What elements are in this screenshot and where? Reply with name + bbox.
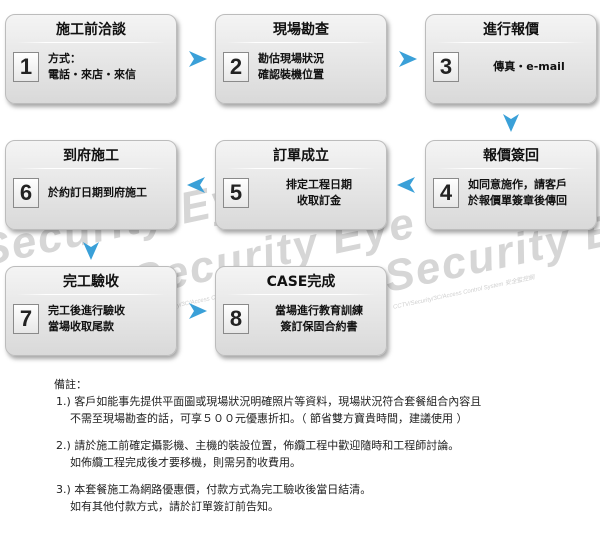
arrow-left-4-to-5	[397, 177, 415, 193]
step-1-line-1: 方式：	[48, 52, 81, 65]
step-7-line-1: 完工後進行驗收	[48, 304, 125, 317]
step-7-divider	[16, 294, 166, 295]
step-1-desc: 方式： 電話・來店・來信	[48, 49, 170, 85]
step-5-line-1: 排定工程日期	[286, 178, 352, 191]
note-gap-2	[54, 471, 594, 481]
step-1-line-2: 電話・來店・來信	[48, 68, 136, 81]
arrow-left-5-to-6	[187, 177, 205, 193]
step-3-number: 3	[433, 52, 459, 82]
step-2-card: 現場勘查 2 勘估現場狀況 確認裝機位置	[215, 14, 387, 104]
step-4-card: 報價簽回 4 如同意施作，請客戶 於報價單簽章後傳回	[425, 140, 597, 230]
note-3-line-2: 如有其他付款方式，請於訂單簽訂前告知。	[70, 500, 279, 513]
arrow-right-7-to-8	[189, 303, 207, 319]
step-7-number: 7	[13, 304, 39, 334]
step-4-line-1: 如同意施作，請客戶	[468, 178, 567, 191]
step-5-divider	[226, 168, 376, 169]
note-2-line-1: 2.) 請於施工前確定攝影機、主機的裝設位置，佈纜工程中歡迎隨時和工程師討論。	[56, 439, 460, 452]
step-1-number: 1	[13, 52, 39, 82]
step-5-title: 訂單成立	[273, 148, 329, 164]
arrow-down-3-to-4	[503, 114, 519, 132]
step-8-card: CASE完成 8 當場進行教育訓練 簽訂保固合約書	[215, 266, 387, 356]
step-2-number: 2	[223, 52, 249, 82]
notes-section: 備註： 1.) 客戶如能事先提供平面圖或現場狀況明確照片等資料，現場狀況符合套餐…	[54, 376, 594, 515]
step-4-number: 4	[433, 178, 459, 208]
step-2-line-1: 勘估現場狀況	[258, 52, 324, 65]
step-3-title: 進行報價	[483, 22, 539, 38]
step-3-line-1: 傳真・e-mail	[493, 60, 565, 73]
step-7-title: 完工驗收	[63, 274, 119, 290]
step-7-line-2: 當場收取尾款	[48, 320, 114, 333]
step-4-divider	[436, 168, 586, 169]
step-8-line-2: 簽訂保固合約書	[280, 320, 358, 333]
step-7-card: 完工驗收 7 完工後進行驗收 當場收取尾款	[5, 266, 177, 356]
step-2-desc: 勘估現場狀況 確認裝機位置	[258, 49, 380, 85]
arrow-right-2-to-3	[399, 51, 417, 67]
note-3: 3.) 本套餐施工為網路優惠價，付款方式為完工驗收後當日結清。 如有其他付款方式…	[56, 481, 594, 515]
step-7-desc: 完工後進行驗收 當場收取尾款	[48, 301, 170, 337]
arrow-down-6-to-7	[83, 242, 99, 260]
step-8-number: 8	[223, 304, 249, 334]
step-3-card: 進行報價 3 傳真・e-mail	[425, 14, 597, 104]
note-1-line-2: 不需至現場勘查的話，可享５００元優惠折扣。（ 節省雙方寶貴時間，建議使用 ）	[70, 412, 468, 425]
step-6-card: 到府施工 6 於約訂日期到府施工	[5, 140, 177, 230]
step-2-divider	[226, 42, 376, 43]
note-1: 1.) 客戶如能事先提供平面圖或現場狀況明確照片等資料，現場狀況符合套餐組合內容…	[56, 393, 594, 427]
step-5-card: 訂單成立 5 排定工程日期 收取訂金	[215, 140, 387, 230]
step-6-line-1: 於約訂日期到府施工	[48, 186, 147, 199]
step-8-desc: 當場進行教育訓練 簽訂保固合約書	[258, 301, 380, 337]
step-1-title: 施工前洽談	[56, 22, 126, 38]
step-5-desc: 排定工程日期 收取訂金	[258, 175, 380, 211]
step-1-divider	[16, 42, 166, 43]
step-4-line-2: 於報價單簽章後傳回	[468, 194, 567, 207]
step-5-line-2: 收取訂金	[297, 194, 341, 207]
step-3-desc: 傳真・e-mail	[468, 49, 590, 85]
step-4-title: 報價簽回	[483, 148, 539, 164]
step-6-desc: 於約訂日期到府施工	[48, 175, 170, 211]
arrow-right-1-to-2	[189, 51, 207, 67]
step-2-title: 現場勘查	[273, 22, 329, 38]
step-5-number: 5	[223, 178, 249, 208]
step-6-title: 到府施工	[63, 148, 119, 164]
step-6-number: 6	[13, 178, 39, 208]
step-1-card: 施工前洽談 1 方式： 電話・來店・來信	[5, 14, 177, 104]
note-3-line-1: 3.) 本套餐施工為網路優惠價，付款方式為完工驗收後當日結清。	[56, 483, 372, 496]
note-2-line-2: 如佈纜工程完成後才要移機，則需另酌收費用。	[70, 456, 301, 469]
step-6-divider	[16, 168, 166, 169]
step-8-line-1: 當場進行教育訓練	[275, 304, 363, 317]
note-gap-1	[54, 427, 594, 437]
step-8-title: CASE完成	[266, 274, 336, 290]
note-1-line-1: 1.) 客戶如能事先提供平面圖或現場狀況明確照片等資料，現場狀況符合套餐組合內容…	[56, 395, 482, 408]
step-2-line-2: 確認裝機位置	[258, 68, 324, 81]
step-3-divider	[436, 42, 586, 43]
notes-heading: 備註：	[54, 378, 87, 391]
note-2: 2.) 請於施工前確定攝影機、主機的裝設位置，佈纜工程中歡迎隨時和工程師討論。 …	[56, 437, 594, 471]
step-4-desc: 如同意施作，請客戶 於報價單簽章後傳回	[468, 175, 590, 211]
step-8-divider	[226, 294, 376, 295]
